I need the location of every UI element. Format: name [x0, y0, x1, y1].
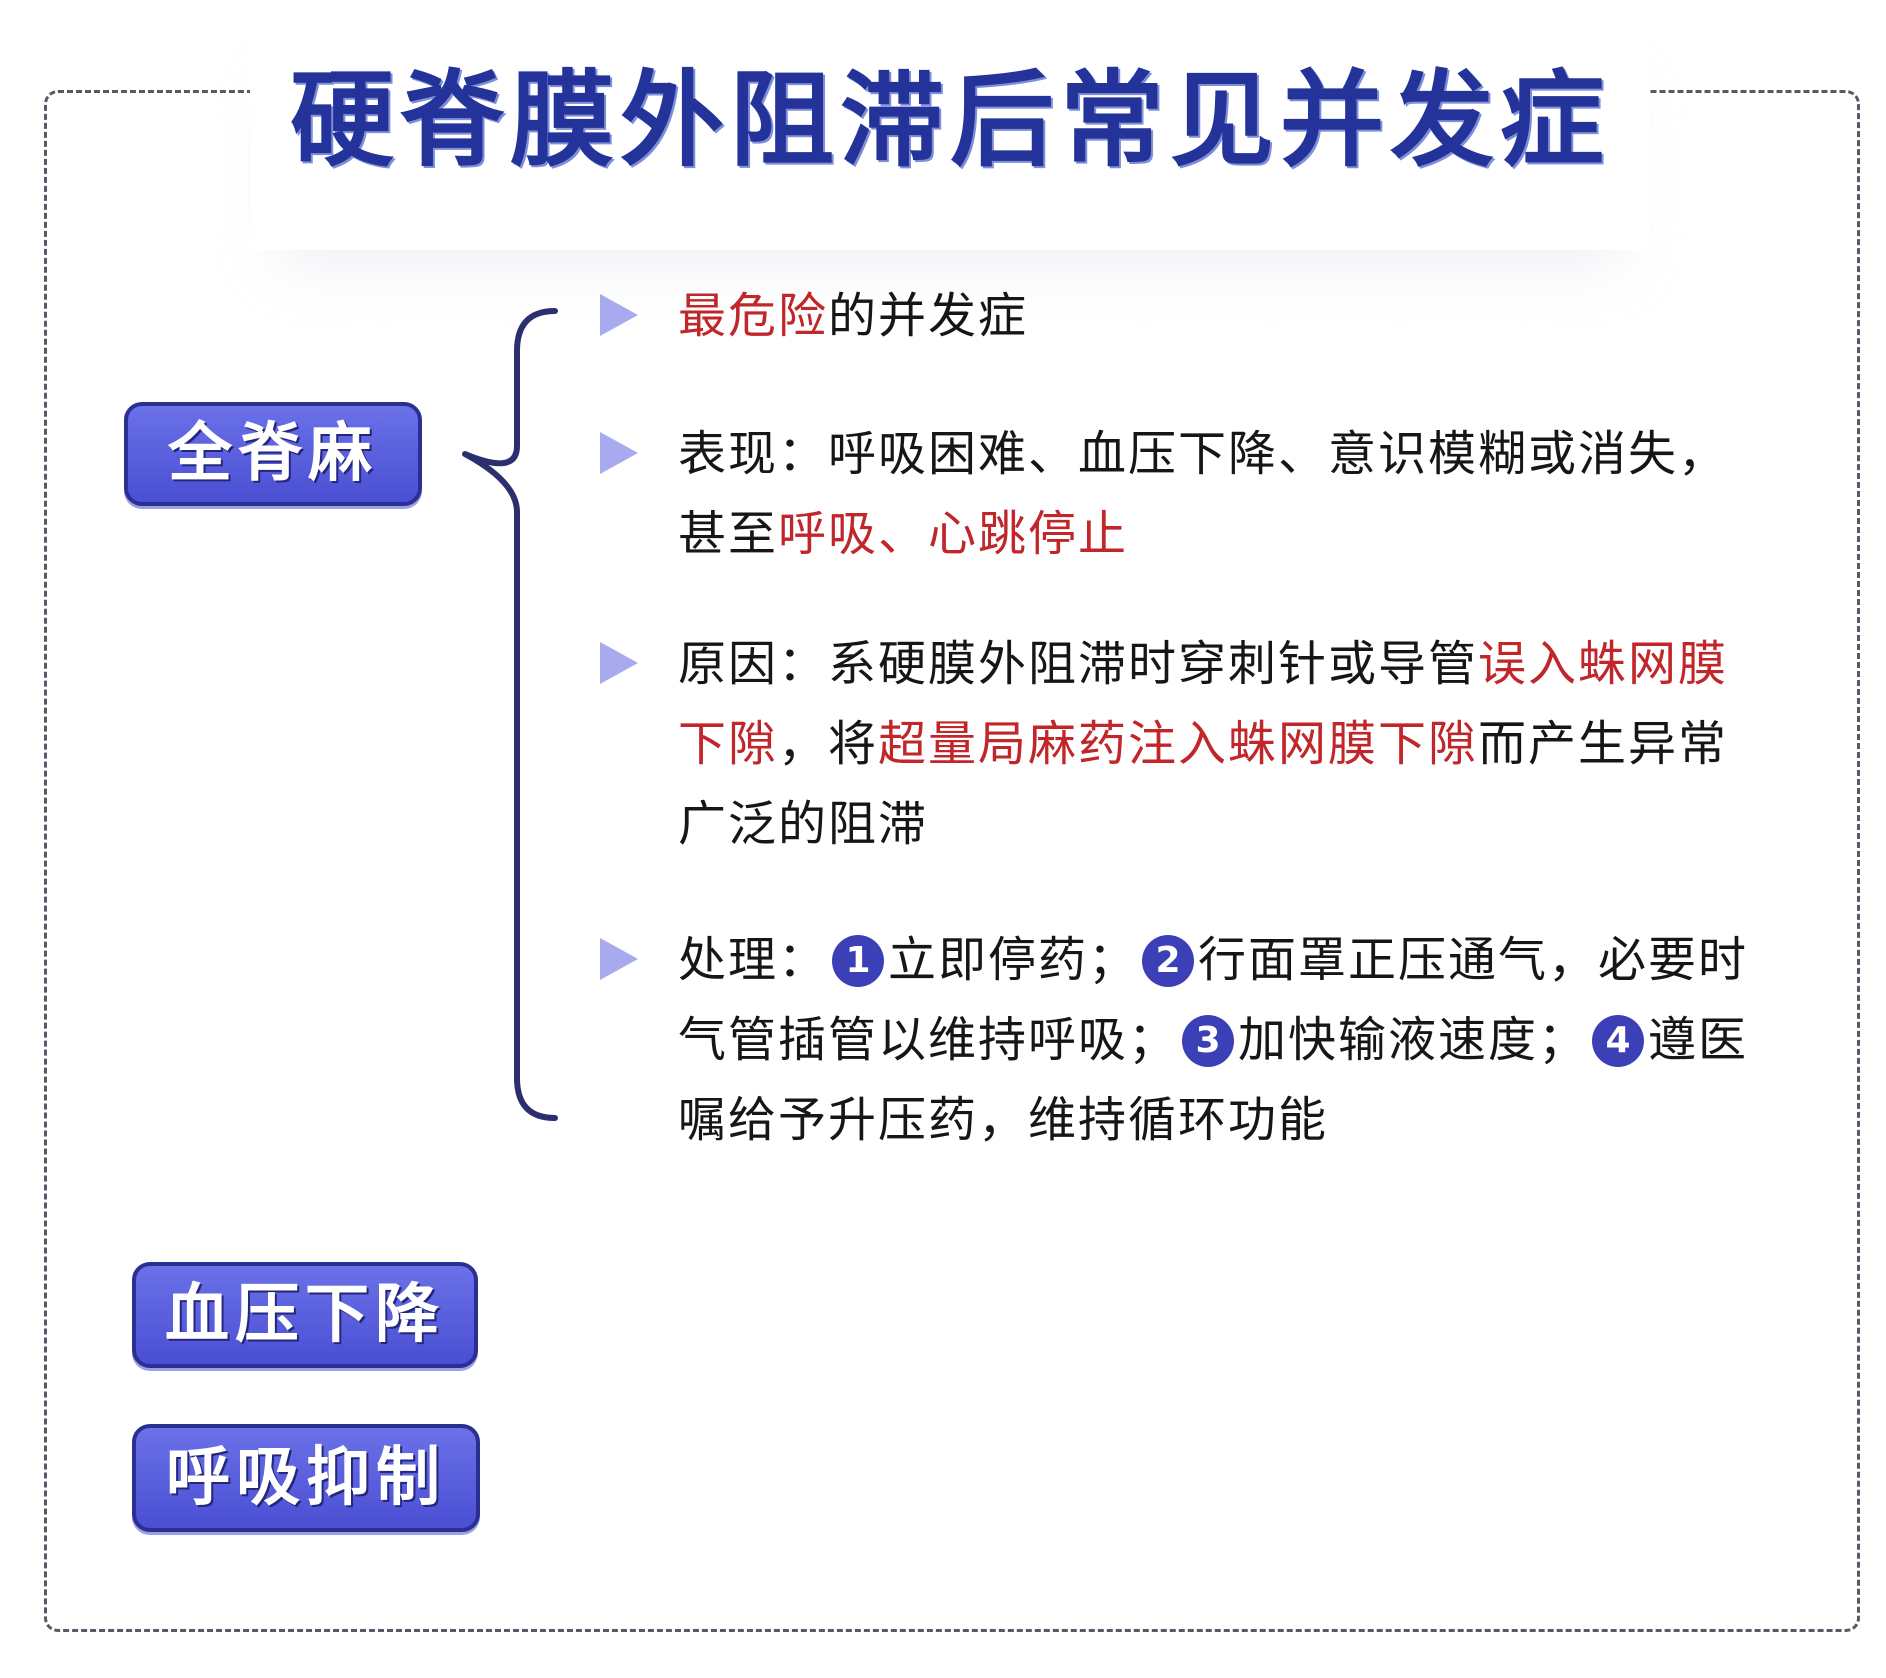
triangle-bullet-icon	[600, 294, 638, 336]
item-text: 表现：呼吸困难、血压下降、意识模糊或消失，甚至呼吸、心跳停止	[678, 414, 1760, 574]
step-number-badge: 2	[1142, 935, 1195, 987]
item-manifestation: 表现：呼吸困难、血压下降、意识模糊或消失，甚至呼吸、心跳停止	[600, 414, 1760, 574]
triangle-bullet-icon	[600, 642, 638, 684]
highlight-text: 误入蛛网膜下隙	[678, 636, 1729, 772]
body-text: 遵医嘱给予升压药，维持循环功能	[678, 1012, 1749, 1148]
triangle-bullet-icon	[600, 432, 638, 474]
body-text: 原因：系硬膜外阻滞时穿刺针或导管	[678, 636, 1479, 692]
highlight-text: 呼吸、心跳停止	[778, 506, 1129, 562]
body-text: ，将	[778, 716, 879, 772]
step-number-badge: 1	[832, 935, 885, 987]
tag-hypotension: 血压下降	[132, 1262, 478, 1368]
item-text: 最危险的并发症	[678, 276, 1760, 356]
body-text: 处理：	[678, 932, 829, 988]
highlight-text: 最危险	[678, 288, 829, 344]
page-title: 硬脊膜外阻滞后常见并发症	[289, 58, 1610, 181]
item-cause: 原因：系硬膜外阻滞时穿刺针或导管误入蛛网膜下隙，将超量局麻药注入蛛网膜下隙而产生…	[600, 624, 1760, 864]
body-text: 的并发症	[828, 288, 1029, 344]
tag-total-spinal-anesthesia: 全脊麻	[124, 402, 422, 506]
body-text: 立即停药；	[888, 932, 1139, 988]
body-text: 表现：呼吸困难、血压下降、意识模糊或消失，甚至	[678, 426, 1729, 562]
body-text: 而产生异常广泛的阻滞	[678, 716, 1729, 852]
curly-brace	[462, 308, 558, 1121]
item-most-dangerous: 最危险的并发症	[600, 276, 1760, 356]
step-number-badge: 3	[1182, 1015, 1235, 1067]
item-text: 原因：系硬膜外阻滞时穿刺针或导管误入蛛网膜下隙，将超量局麻药注入蛛网膜下隙而产生…	[678, 624, 1760, 864]
body-text: 加快输液速度；	[1238, 1012, 1589, 1068]
body-text: 行面罩正压通气，必要时气管插管以维持呼吸；	[678, 932, 1749, 1068]
step-number-badge: 4	[1592, 1015, 1645, 1067]
title-banner: 硬脊膜外阻滞后常见并发症	[250, 20, 1650, 250]
highlight-text: 超量局麻药注入蛛网膜下隙	[878, 716, 1479, 772]
triangle-bullet-icon	[600, 938, 638, 980]
tag-respiratory-depression: 呼吸抑制	[132, 1424, 480, 1532]
